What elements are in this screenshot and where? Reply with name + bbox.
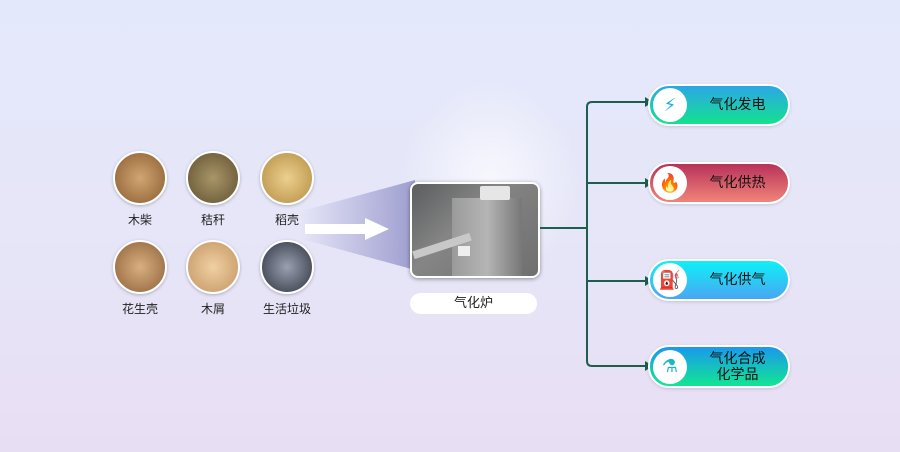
- output-label: 气化合成化学品: [687, 351, 788, 383]
- output-label-line2: 化学品: [716, 366, 759, 383]
- gasifier-label: 气化炉: [410, 293, 537, 314]
- output-heat-supply: 🔥 气化供热: [648, 162, 790, 204]
- output-chemical-synthesis: ⚗ 气化合成化学品: [648, 345, 790, 388]
- lightning-icon: ⚡: [653, 88, 687, 122]
- material-label: 木屑: [200, 302, 225, 316]
- beaker-icon: ⚗: [653, 349, 687, 384]
- output-label: 气化供热: [709, 175, 766, 191]
- gas-lamp-icon: ⛽: [653, 263, 687, 297]
- peanut-shell-image: [113, 240, 167, 294]
- output-label: 气化发电: [709, 97, 766, 113]
- material-sawdust: 木屑: [173, 240, 253, 317]
- material-label: 花生壳: [121, 302, 158, 316]
- straw-image: [186, 151, 240, 205]
- material-label: 木柴: [127, 213, 152, 227]
- rice-husk-image: [260, 151, 314, 205]
- sawdust-image: [186, 240, 240, 294]
- output-gas-supply: ⛽ 气化供气: [648, 259, 790, 301]
- material-rice-husk: 稻壳: [247, 151, 327, 228]
- material-firewood: 木柴: [100, 151, 180, 228]
- material-straw: 秸秆: [173, 151, 253, 228]
- flame-icon: 🔥: [653, 166, 687, 200]
- output-power-generation: ⚡ 气化发电: [648, 84, 790, 126]
- gasifier-image: [410, 182, 540, 278]
- output-label-line1: 气化合成: [709, 350, 766, 367]
- material-peanut-shell: 花生壳: [100, 240, 180, 317]
- material-label: 秸秆: [200, 213, 225, 227]
- household-waste-image: [260, 240, 314, 294]
- firewood-image: [113, 151, 167, 205]
- material-household-waste: 生活垃圾: [247, 240, 327, 317]
- feed-arrow-icon: [305, 218, 389, 240]
- material-label: 稻壳: [274, 213, 299, 227]
- material-label: 生活垃圾: [262, 302, 311, 316]
- output-label: 气化供气: [709, 272, 766, 288]
